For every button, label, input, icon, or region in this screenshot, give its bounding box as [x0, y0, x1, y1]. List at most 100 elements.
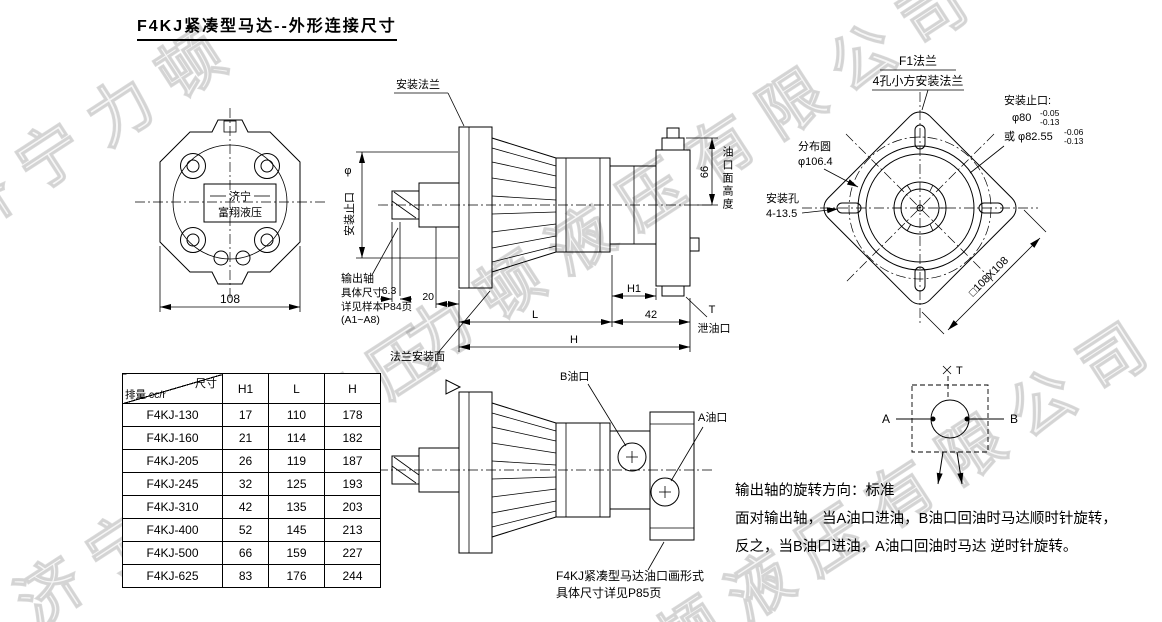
dim-42-label: 42: [645, 309, 657, 321]
dim-108-label: 108: [220, 292, 240, 306]
cell-l: 176: [268, 564, 325, 588]
cell-h1: 66: [222, 541, 269, 565]
cell-l: 145: [268, 518, 325, 542]
table-row: F4KJ-205 26 119 187: [122, 449, 381, 473]
rotation-direction-note: 输出轴的旋转方向：标准 面对输出轴，当A油口进油，B油口回油时马达顺时针旋转， …: [735, 477, 1117, 561]
schematic-b-label: B: [1010, 412, 1018, 426]
front-top-lug: [223, 120, 237, 133]
spigot-dia-1-tol-lower: -0.13: [1040, 117, 1060, 127]
brand-name-bottom: 富翔液压: [218, 205, 262, 219]
dim-h1-label: H1: [627, 283, 641, 295]
cell-h: 213: [324, 518, 381, 542]
shaft-note-3: (A1~A8): [341, 314, 380, 326]
rotation-line-2: 面对输出轴，当A油口进油，B油口回油时马达顺时针旋转，: [735, 511, 1117, 527]
mount-hole-label: 安装孔: [766, 191, 799, 205]
spigot-dia-2: 或 φ82.55: [1004, 130, 1053, 143]
mount-flange-label: 安装法兰: [396, 77, 440, 91]
spigot-dia-1: φ80: [1012, 112, 1031, 124]
drain-t-symbol: T: [942, 365, 963, 400]
dimension-table: 尺寸 排量 cc/r H1 L H F4KJ-130 17 110 178 F4…: [122, 373, 381, 588]
spigot-dia-2-tol-lower: -0.13: [1064, 136, 1084, 146]
side-dimensions: 6.3 20 H1 L 42 H 66: [380, 137, 718, 352]
flange-face-label: 法兰安装面: [390, 349, 445, 363]
bolt-distribution-circle: [848, 136, 992, 280]
table-row: F4KJ-500 66 159 227: [122, 541, 381, 565]
cell-l: 119: [268, 449, 325, 473]
spigot-spec-title: 安装止口:: [1004, 93, 1051, 107]
t-port-label: T: [709, 304, 716, 316]
cell-l: 114: [268, 426, 325, 450]
cell-l: 110: [268, 403, 325, 427]
cell-h: 182: [324, 426, 381, 450]
port-block: [655, 127, 700, 297]
side-view-top: 安装法兰 φ 安装止口 输出轴 具体尺寸 详见样本P84页 (A1~A8) 法兰…: [341, 77, 731, 363]
front-body-circle: [172, 144, 288, 260]
cell-l: 159: [268, 541, 325, 565]
port-b-label: B油口: [560, 369, 589, 383]
cell-h1: 17: [222, 403, 269, 427]
cell-model: F4KJ-625: [122, 564, 223, 588]
spigot-label: 安装止口: [342, 192, 356, 236]
front-view: 济宁 富翔液压 108: [135, 108, 325, 312]
cell-h1: 26: [222, 449, 269, 473]
front-dim-108: 108: [159, 246, 301, 312]
rear-labels: F1法兰 4孔小方安装法兰 安装止口: φ80 -0.05 -0.13 或 φ8…: [766, 54, 1084, 335]
port-a-label: A油口: [698, 410, 727, 424]
pilot-circle-outer: [857, 145, 983, 271]
table-row: F4KJ-245 32 125 193: [122, 472, 381, 496]
section-flag-icon: [445, 379, 462, 395]
port-note-2: 具体尺寸详见P85页: [556, 585, 661, 600]
cell-model: F4KJ-130: [122, 403, 223, 427]
rotation-line-3: 反之，当B油口进油，A油口回油时马达 逆时针旋转。: [735, 539, 1078, 555]
drain-port-label: 泄油口: [698, 321, 731, 335]
front-brand-plate: 济宁 富翔液压: [203, 183, 277, 223]
table-corner-header: 尺寸 排量 cc/r: [122, 373, 223, 404]
table-row: F4KJ-160 21 114 182: [122, 426, 381, 450]
cell-h: 178: [324, 403, 381, 427]
port-circle-b: [617, 442, 647, 472]
shaft-note-2: 详见样本P84页: [341, 300, 412, 313]
schematic-a-label: A: [882, 412, 890, 426]
cell-h1: 83: [222, 564, 269, 588]
cell-l: 135: [268, 495, 325, 519]
cell-h1: 21: [222, 426, 269, 450]
schematic-t-label: T: [956, 365, 963, 377]
distribution-circle-dia: φ106.4: [798, 156, 833, 168]
bottom-flange-plate: [458, 391, 493, 554]
page-title: F4KJ紧凑型马达--外形连接尺寸: [137, 12, 397, 41]
col-header-h1: H1: [222, 373, 269, 404]
table-row: F4KJ-130 17 110 178: [122, 403, 381, 427]
distribution-circle-label: 分布圆: [798, 140, 831, 153]
cell-h: 227: [324, 541, 381, 565]
phi-symbol: φ: [344, 165, 351, 177]
dim-20-label: 20: [422, 291, 434, 303]
bottom-port-block: [649, 411, 695, 541]
port-note-1: F4KJ紧凑型马达油口画形式: [556, 569, 704, 583]
cell-model: F4KJ-205: [122, 449, 223, 473]
dim-h-label: H: [570, 334, 578, 346]
rotation-line-1: 输出轴的旋转方向：标准: [735, 483, 895, 499]
port-face-height-label: 油口面高度: [721, 146, 733, 211]
cell-model: F4KJ-160: [122, 426, 223, 450]
table-header-row: 尺寸 排量 cc/r H1 L H: [122, 373, 381, 404]
output-shaft-label: 输出轴: [341, 271, 374, 285]
cell-model: F4KJ-500: [122, 541, 223, 565]
f1-flange-sub-label: 4孔小方安装法兰: [873, 73, 964, 88]
f1-flange-label: F1法兰: [899, 54, 937, 68]
corner-label-displacement: 排量 cc/r: [125, 389, 166, 401]
bottom-labels: B油口 A油口 F4KJ紧凑型马达油口画形式 具体尺寸详见P85页: [556, 369, 727, 600]
cell-h: 187: [324, 449, 381, 473]
table-row: F4KJ-400 52 145 213: [122, 518, 381, 542]
cell-h: 203: [324, 495, 381, 519]
spline-bore: [893, 181, 947, 235]
cell-h1: 32: [222, 472, 269, 496]
rear-view: F1法兰 4孔小方安装法兰 安装止口: φ80 -0.05 -0.13 或 φ8…: [766, 54, 1084, 335]
cell-h1: 42: [222, 495, 269, 519]
front-bolt-holes: [180, 153, 280, 266]
table-row: F4KJ-625 83 176 244: [122, 564, 381, 588]
spigot-dia-2-tol-upper: -0.06: [1064, 127, 1084, 137]
drain-lines: [936, 451, 964, 485]
cell-h1: 52: [222, 518, 269, 542]
